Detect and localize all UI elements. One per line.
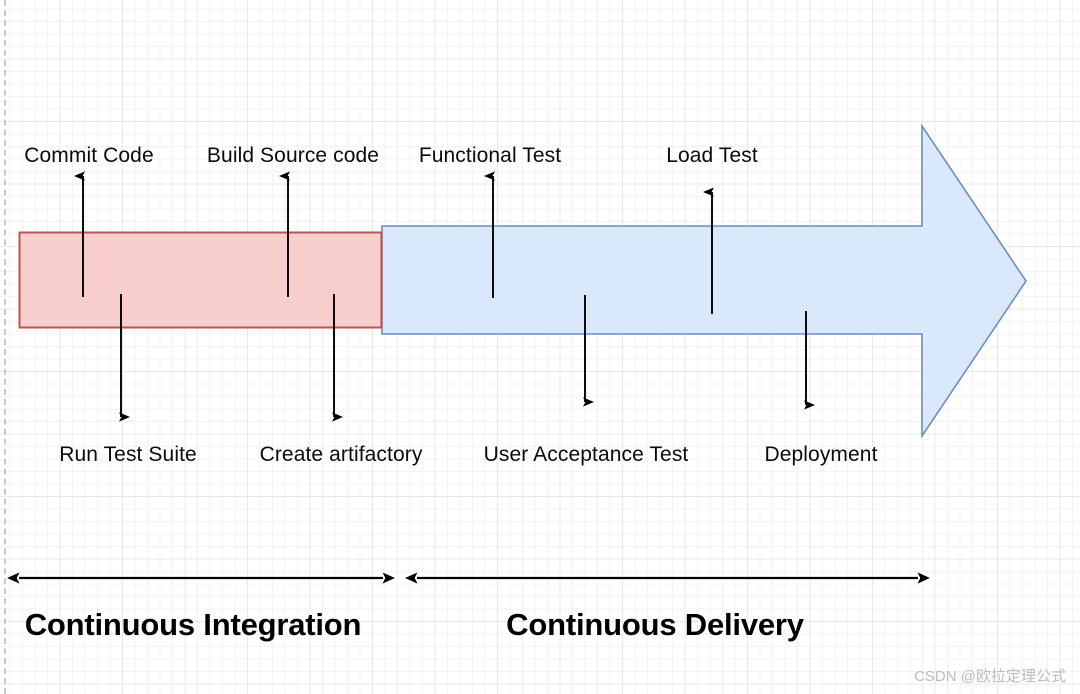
stage-label-load-test: Load Test: [666, 144, 758, 167]
phase-title-continuous-delivery: Continuous Delivery: [506, 607, 804, 642]
continuous-delivery-arrow-shape: [381, 123, 1027, 439]
watermark-text: CSDN @欧拉定理公式: [914, 668, 1066, 685]
stage-label-deployment: Deployment: [764, 443, 878, 466]
phase-title-continuous-integration: Continuous Integration: [24, 607, 362, 642]
stage-label-build-source-code: Build Source code: [206, 144, 380, 167]
continuous-integration-band: [18, 231, 383, 329]
stage-label-run-test-suite: Run Test Suite: [59, 443, 197, 466]
stage-label-commit-code: Commit Code: [24, 144, 154, 167]
stage-label-user-acceptance-test: User Acceptance Test: [483, 443, 689, 466]
page-boundary-dashed-line: [4, 0, 6, 694]
stage-label-create-artifactory: Create artifactory: [259, 443, 423, 466]
stage-label-functional-test: Functional Test: [418, 144, 562, 167]
